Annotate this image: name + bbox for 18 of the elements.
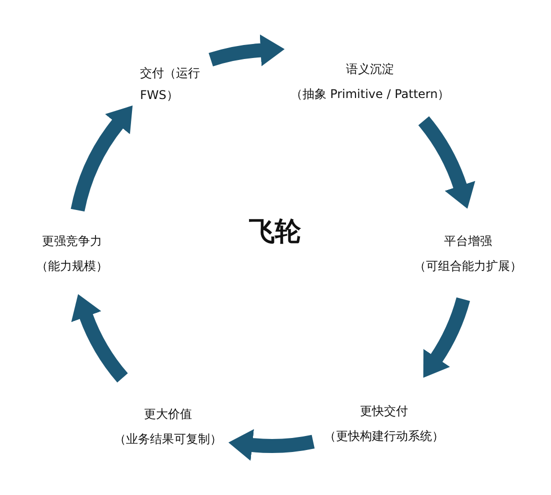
stage-label: 平台增强	[443, 233, 493, 250]
stage-subtitle: （更快构建行动系统）	[324, 428, 444, 445]
stage-subtitle: （能力规模）	[36, 258, 108, 275]
stage-subtitle: （业务结果可复制）	[114, 431, 222, 448]
stage-subtitle: （抽象 Primitive / Pattern）	[290, 86, 450, 103]
curved-arrow	[423, 297, 470, 378]
curved-arrow	[418, 116, 475, 208]
stage-label: 更快交付	[359, 403, 409, 420]
curved-arrow	[70, 104, 132, 212]
stage-label: 交付（运行 FWS）	[140, 65, 201, 104]
stage-label: 语义沉淀	[345, 61, 395, 78]
curved-arrow	[208, 34, 285, 66]
center-title: 飞轮	[249, 216, 301, 249]
stage-label: 更大价值	[143, 406, 193, 423]
stage-subtitle: （可组合能力扩展）	[414, 258, 522, 275]
curved-arrow	[228, 429, 314, 461]
stage-label: 更强竞争力	[41, 233, 103, 250]
curved-arrow	[72, 294, 128, 382]
